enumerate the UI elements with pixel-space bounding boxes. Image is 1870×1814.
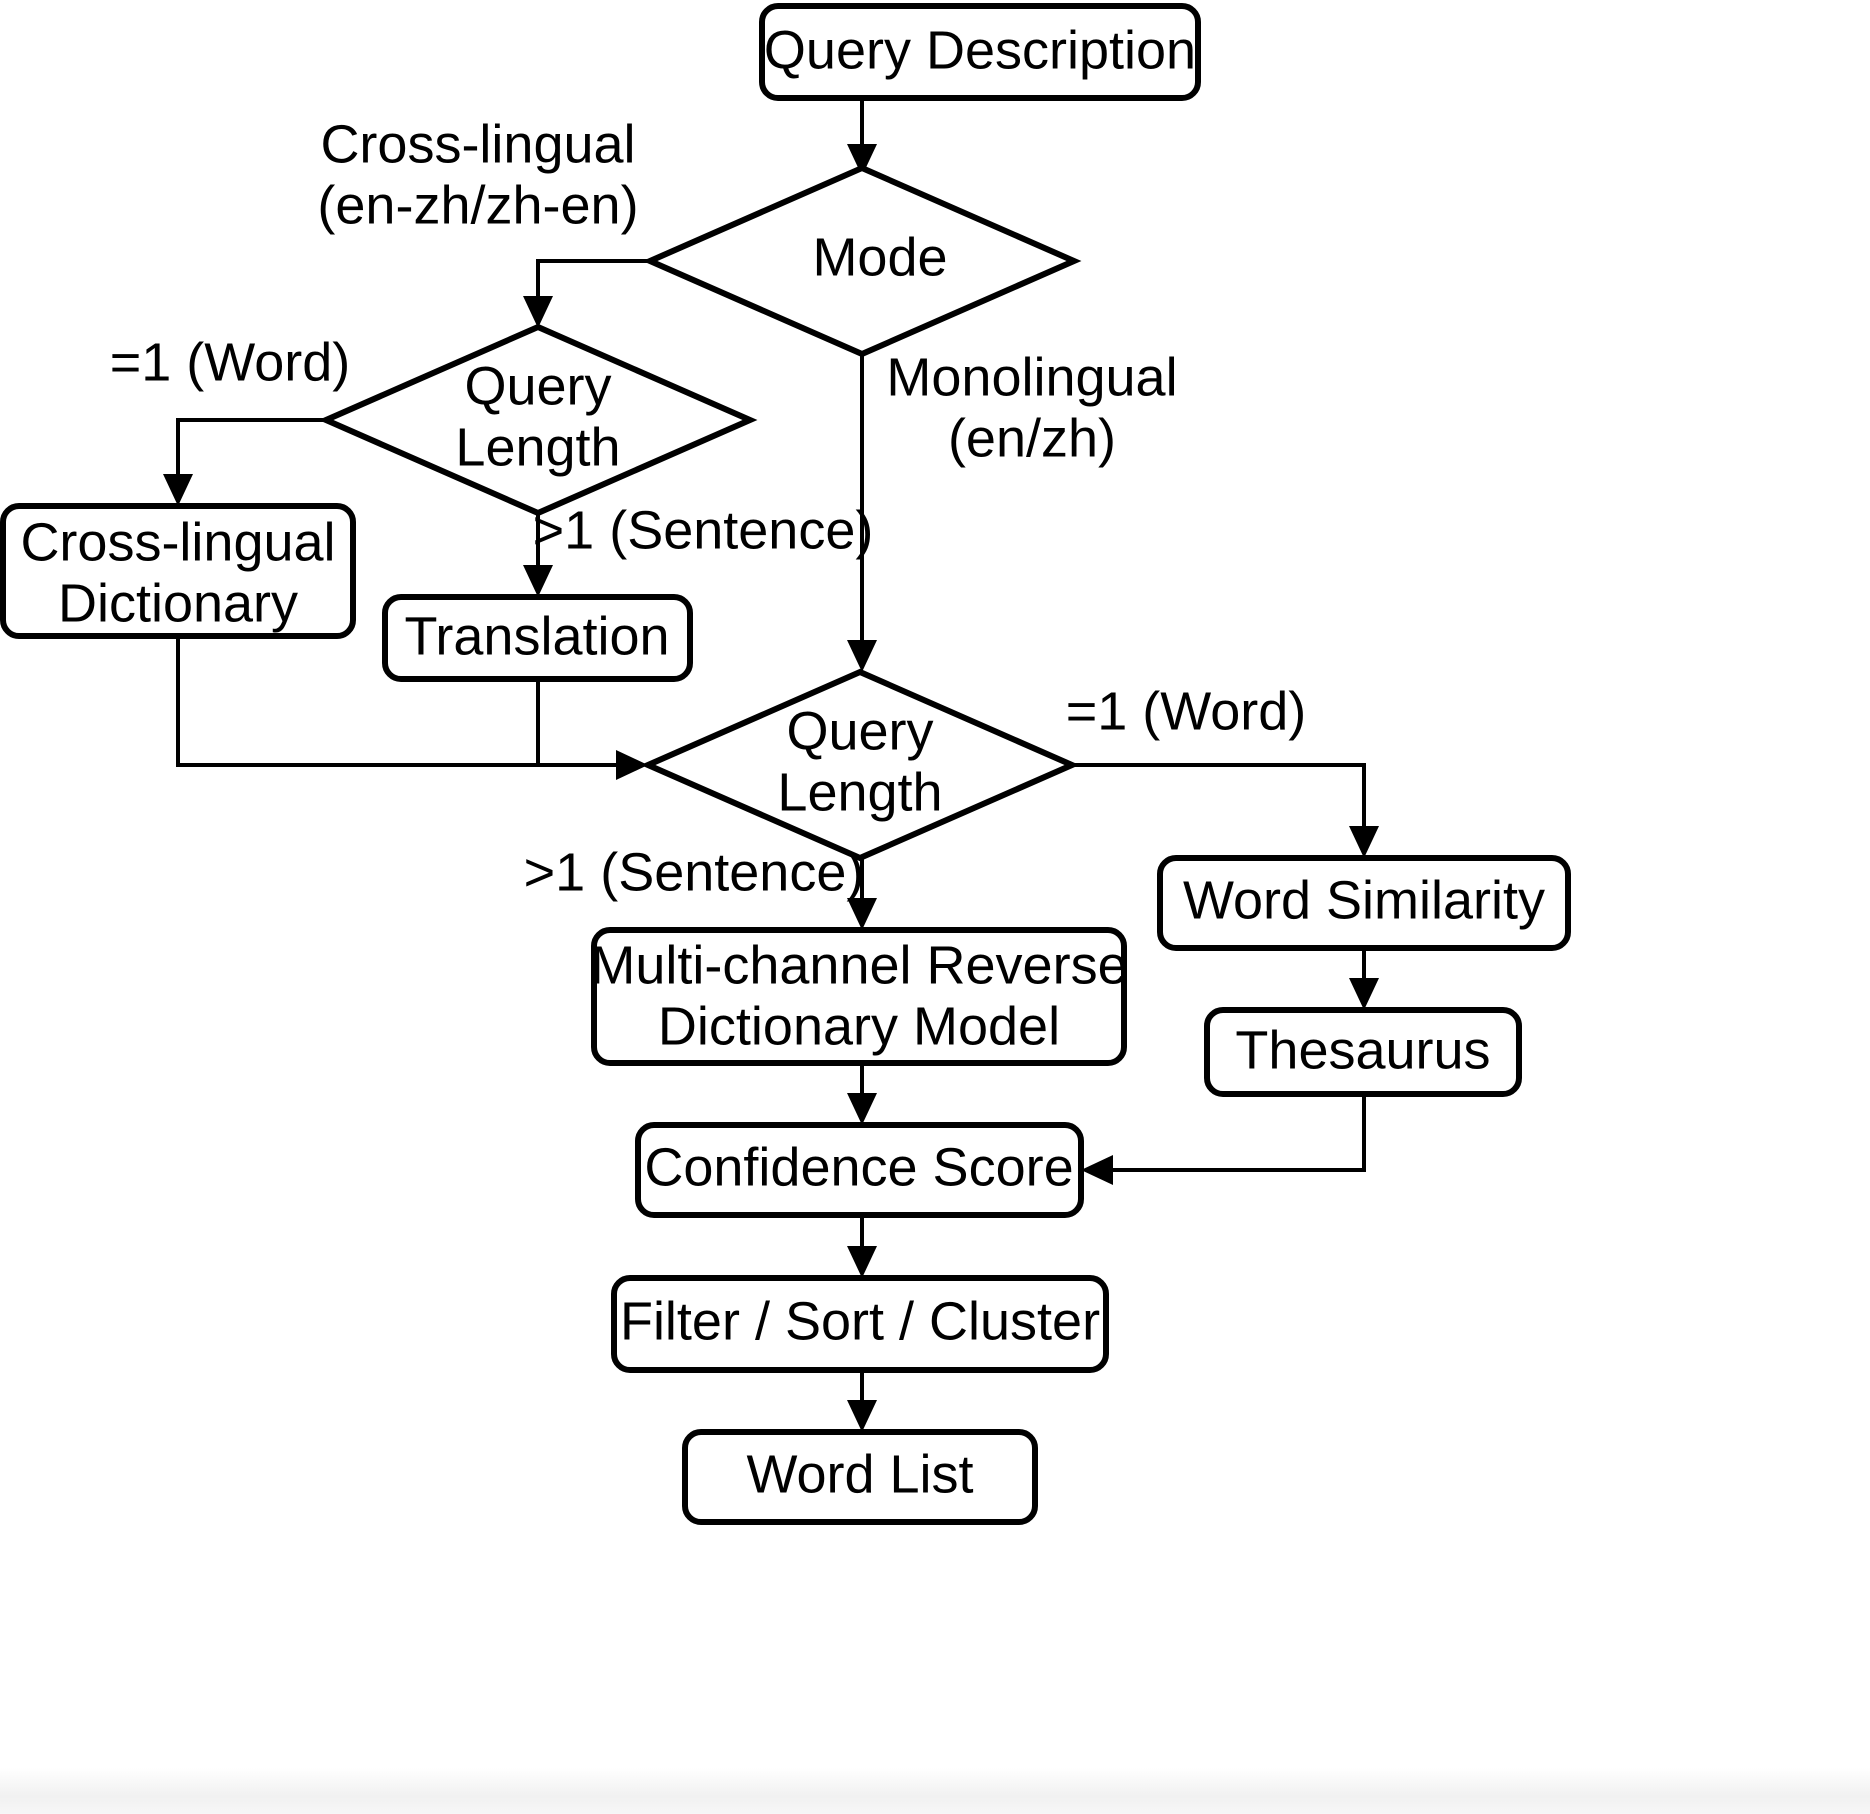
node-translation[interactable]: Translation bbox=[382, 594, 693, 682]
query-length-left-diamond[interactable] bbox=[318, 323, 758, 517]
query-length-right-label-line2: Length bbox=[777, 762, 942, 822]
edge-label-gt1-sentence-left-text: >1 (Sentence) bbox=[533, 500, 874, 560]
node-query-length-left[interactable]: Query Length bbox=[318, 323, 758, 517]
word-similarity-box[interactable] bbox=[1157, 855, 1571, 951]
thesaurus-label: Thesaurus bbox=[1235, 1020, 1490, 1080]
confidence-score-label: Confidence Score bbox=[644, 1137, 1073, 1197]
multichannel-model-label-line1: Multi-channel Reverse bbox=[590, 935, 1127, 995]
node-query-description[interactable]: Query Description bbox=[759, 3, 1201, 101]
edge-query-length-left-to-translation bbox=[523, 513, 553, 597]
edge-label-eq1-word-left: =1 (Word) bbox=[110, 332, 351, 392]
node-multichannel-reverse-dictionary-model[interactable]: Multi-channel Reverse Dictionary Model bbox=[590, 927, 1128, 1066]
query-description-box[interactable] bbox=[759, 3, 1201, 101]
edge-label-eq1-word-right-text: =1 (Word) bbox=[1066, 681, 1307, 741]
edge-label-cross-lingual-line1: Cross-lingual bbox=[320, 114, 635, 174]
edge-label-gt1-sentence-right: >1 (Sentence) bbox=[524, 842, 865, 902]
edge-thesaurus-to-confidence-score bbox=[1081, 1094, 1366, 1185]
edge-cross-lingual-dictionary-to-query-length-right bbox=[176, 636, 632, 767]
filter-sort-cluster-box[interactable] bbox=[611, 1275, 1109, 1373]
translation-label: Translation bbox=[404, 606, 669, 666]
word-similarity-label: Word Similarity bbox=[1183, 870, 1545, 930]
edge-mode-to-query-length-right bbox=[847, 354, 877, 672]
edge-label-monolingual-line2: (en/zh) bbox=[948, 408, 1116, 468]
edge-query-description-to-mode bbox=[847, 98, 877, 176]
node-confidence-score[interactable]: Confidence Score bbox=[635, 1122, 1084, 1218]
edge-label-monolingual-line1: Monolingual bbox=[886, 347, 1177, 407]
edge-label-eq1-word-right: =1 (Word) bbox=[1066, 681, 1307, 741]
node-filter-sort-cluster[interactable]: Filter / Sort / Cluster bbox=[611, 1275, 1109, 1373]
edge-query-length-right-to-multichannel-model bbox=[847, 858, 877, 930]
filter-sort-cluster-label: Filter / Sort / Cluster bbox=[620, 1291, 1100, 1351]
query-length-right-label-line1: Query bbox=[786, 701, 933, 761]
confidence-score-box[interactable] bbox=[635, 1122, 1084, 1218]
mode-diamond[interactable] bbox=[642, 164, 1082, 358]
node-word-similarity[interactable]: Word Similarity bbox=[1157, 855, 1571, 951]
cross-lingual-dictionary-label-line1: Cross-lingual bbox=[20, 512, 335, 572]
edge-word-similarity-to-thesaurus bbox=[1349, 948, 1379, 1010]
node-mode[interactable]: Mode bbox=[642, 164, 1082, 358]
node-word-list[interactable]: Word List bbox=[682, 1429, 1038, 1525]
word-list-box[interactable] bbox=[682, 1429, 1038, 1525]
query-length-left-label-line1: Query bbox=[464, 356, 611, 416]
query-description-label: Query Description bbox=[764, 20, 1196, 80]
edge-query-length-right-to-word-similarity bbox=[1072, 763, 1379, 858]
edge-label-cross-lingual: Cross-lingual (en-zh/zh-en) bbox=[317, 114, 638, 235]
multichannel-model-label-line2: Dictionary Model bbox=[658, 996, 1060, 1056]
mode-label: Mode bbox=[812, 227, 947, 287]
edge-label-monolingual: Monolingual (en/zh) bbox=[886, 347, 1177, 468]
node-thesaurus[interactable]: Thesaurus bbox=[1204, 1007, 1522, 1097]
cross-lingual-dictionary-label-line2: Dictionary bbox=[58, 573, 298, 633]
node-query-length-right[interactable]: Query Length bbox=[640, 668, 1080, 862]
edge-mode-to-query-length-left bbox=[523, 259, 650, 328]
edge-label-layer: Cross-lingual (en-zh/zh-en) Monolingual … bbox=[110, 114, 1307, 902]
node-cross-lingual-dictionary[interactable]: Cross-lingual Dictionary bbox=[0, 503, 356, 639]
thesaurus-box[interactable] bbox=[1204, 1007, 1522, 1097]
query-length-left-label-line2: Length bbox=[455, 417, 620, 477]
multichannel-model-box[interactable] bbox=[591, 927, 1127, 1066]
edge-confidence-score-to-filter-sort-cluster bbox=[847, 1215, 877, 1278]
translation-box[interactable] bbox=[382, 594, 693, 682]
edge-multichannel-model-to-confidence-score bbox=[847, 1063, 877, 1125]
query-length-right-diamond[interactable] bbox=[640, 668, 1080, 862]
edge-translation-to-query-length-right bbox=[536, 679, 648, 780]
edge-label-gt1-sentence-right-text: >1 (Sentence) bbox=[524, 842, 865, 902]
edge-query-length-left-to-cross-lingual-dictionary bbox=[163, 418, 326, 506]
edge-label-cross-lingual-line2: (en-zh/zh-en) bbox=[317, 175, 638, 235]
edge-label-gt1-sentence-left: >1 (Sentence) bbox=[533, 500, 874, 560]
edge-label-eq1-word-left-text: =1 (Word) bbox=[110, 332, 351, 392]
cross-lingual-dictionary-box[interactable] bbox=[0, 503, 356, 639]
edge-layer bbox=[163, 98, 1379, 1432]
word-list-label: Word List bbox=[746, 1444, 973, 1504]
edge-filter-sort-cluster-to-word-list bbox=[847, 1370, 877, 1432]
